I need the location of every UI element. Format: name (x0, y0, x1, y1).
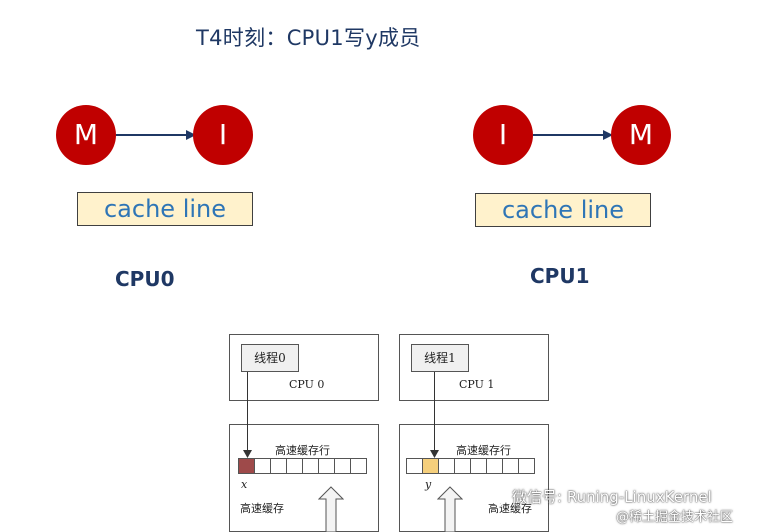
cpu0-cache-row-label: 高速缓存行 (275, 444, 330, 457)
cache-cell (486, 458, 503, 474)
cpu0-state-to: I (193, 105, 253, 165)
cpu1-cache-row (406, 458, 535, 474)
watermark-juejin: @稀土掘金技术社区 (616, 510, 734, 525)
slide-title: T4时刻：CPU1写y成员 (196, 26, 421, 50)
cpu0-transition-arrow (116, 130, 196, 140)
cache-cell (502, 458, 519, 474)
thread1-box: 线程1 (411, 344, 469, 372)
cpu1-cache-cell-y (422, 458, 439, 474)
cache-cell (438, 458, 455, 474)
thread1-access-line (434, 372, 435, 452)
cpu0-var-label: x (241, 478, 248, 491)
cpu0-cache-label: 高速缓存 (240, 502, 284, 515)
thread0-box: 线程0 (241, 344, 299, 372)
cache-cell (470, 458, 487, 474)
cache-cell (334, 458, 351, 474)
thread0-access-arrowhead (243, 450, 252, 458)
cpu0-bus-arrow (318, 486, 344, 532)
cache-cell (254, 458, 271, 474)
cpu1-transition-arrow (533, 130, 613, 140)
cache-cell (350, 458, 367, 474)
thread1-access-arrowhead (430, 450, 439, 458)
cpu0-cache-box (229, 424, 379, 532)
cpu1-var-label: y (425, 478, 432, 491)
cache-cell (270, 458, 287, 474)
cache-cell (286, 458, 303, 474)
cache-cell (318, 458, 335, 474)
cpu0-cache-cell-x (238, 458, 255, 474)
cpu1-state-from: I (473, 105, 533, 165)
watermark-wechat: 微信号: Runing-LinuxKernel (512, 488, 712, 506)
wechat-icon (483, 488, 507, 506)
cpu1-cache-box (399, 424, 549, 532)
cpu1-label: CPU1 (530, 264, 590, 288)
cpu1-state-to: M (611, 105, 671, 165)
cache-cell (302, 458, 319, 474)
thread0-access-line (247, 372, 248, 452)
cache-cell (518, 458, 535, 474)
cpu0-cache-line: cache line (77, 192, 253, 226)
cpu0-state-from: M (56, 105, 116, 165)
cpu0-cache-row (238, 458, 367, 474)
cache-cell (406, 458, 423, 474)
cpu1-cache-row-label: 高速缓存行 (456, 444, 511, 457)
cpu1-bus-arrow (437, 486, 463, 532)
cpu1-cache-line: cache line (475, 193, 651, 227)
cache-cell (454, 458, 471, 474)
cpu0-core-label: CPU 0 (289, 378, 325, 391)
cpu1-core-label: CPU 1 (459, 378, 495, 391)
cpu0-label: CPU0 (115, 267, 175, 291)
